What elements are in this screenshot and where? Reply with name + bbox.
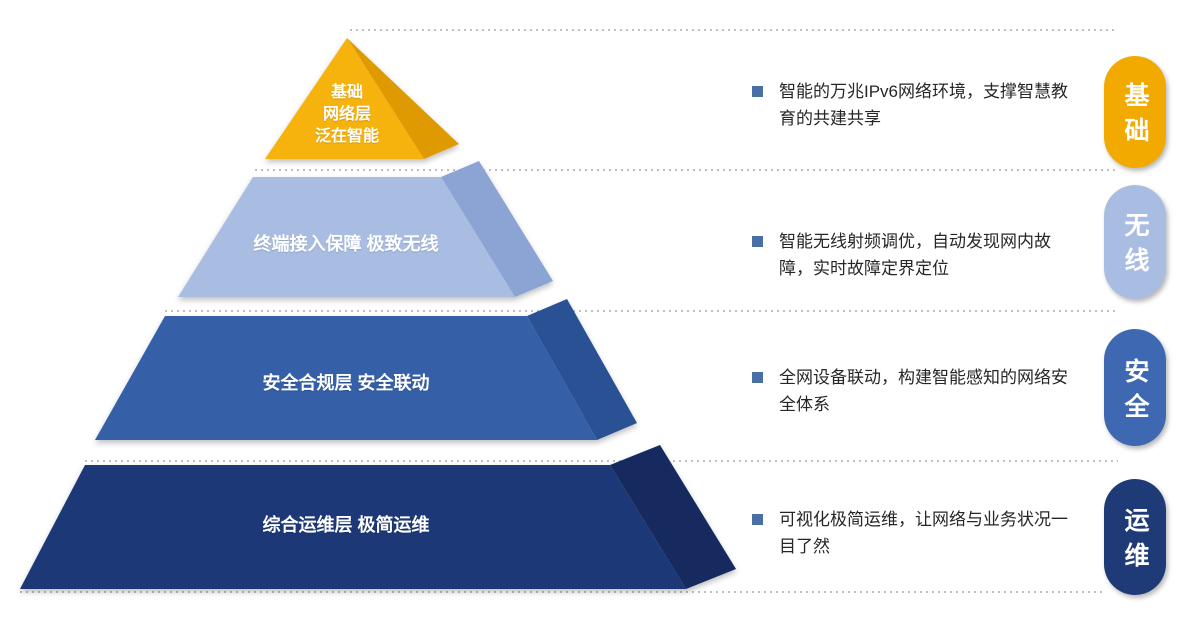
bullet-square-icon bbox=[752, 372, 763, 383]
description-foundation-text: 智能的万兆IPv6网络环境，支撑智慧教育的共建共享 bbox=[779, 82, 1069, 128]
pyramid-tier-foundation bbox=[265, 38, 459, 159]
badge-operations: 运维 bbox=[1104, 479, 1166, 595]
description-foundation: 智能的万兆IPv6网络环境，支撑智慧教育的共建共享 bbox=[752, 78, 1082, 132]
tier-wireless-front-face bbox=[178, 177, 515, 297]
bullet-square-icon bbox=[752, 86, 763, 97]
badge-wireless-text: 无线 bbox=[1121, 212, 1149, 282]
tier-operations-front-face bbox=[20, 465, 686, 589]
layer-label-foundation-line1: 基础 bbox=[330, 84, 363, 101]
layer-label-foundation: 基础 网络层 泛在智能 bbox=[247, 82, 447, 148]
badge-wireless: 无线 bbox=[1104, 185, 1166, 299]
description-wireless: 智能无线射频调优，自动发现网内故障，实时故障定界定位 bbox=[752, 228, 1082, 282]
tier-foundation-side-face bbox=[347, 38, 459, 159]
layer-label-foundation-line2: 网络层 bbox=[322, 106, 371, 123]
badge-foundation-text: 基础 bbox=[1121, 82, 1149, 152]
tier-security-side-face bbox=[527, 299, 637, 440]
pyramid-tier-security bbox=[95, 299, 637, 440]
tier-security-front-face bbox=[95, 316, 597, 440]
layer-label-foundation-line3: 泛在智能 bbox=[314, 128, 379, 145]
description-security-text: 全网设备联动，构建智能感知的网络安全体系 bbox=[779, 368, 1068, 414]
layer-label-wireless: 终端接入保障 极致无线 bbox=[253, 234, 439, 254]
description-security: 全网设备联动，构建智能感知的网络安全体系 bbox=[752, 364, 1082, 418]
bullet-square-icon bbox=[752, 236, 763, 247]
tier-foundation-front-face bbox=[265, 38, 424, 159]
badge-security-text: 安全 bbox=[1121, 357, 1149, 428]
tier-wireless-side-face bbox=[441, 161, 553, 297]
description-wireless-text: 智能无线射频调优，自动发现网内故障，实时故障定界定位 bbox=[779, 232, 1051, 278]
bullet-square-icon bbox=[752, 514, 763, 525]
badge-security: 安全 bbox=[1104, 329, 1166, 446]
layer-label-operations: 综合运维层 极简运维 bbox=[262, 515, 430, 535]
badge-foundation: 基础 bbox=[1104, 56, 1166, 168]
pyramid-tier-wireless bbox=[178, 161, 553, 297]
description-operations-text: 可视化极简运维，让网络与业务状况一目了然 bbox=[779, 510, 1068, 556]
badge-operations-text: 运维 bbox=[1121, 507, 1149, 577]
layer-label-security: 安全合规层 安全联动 bbox=[262, 373, 430, 393]
description-operations: 可视化极简运维，让网络与业务状况一目了然 bbox=[752, 506, 1082, 560]
pyramid-tier-operations bbox=[20, 445, 736, 589]
tier-operations-side-face bbox=[610, 445, 736, 589]
